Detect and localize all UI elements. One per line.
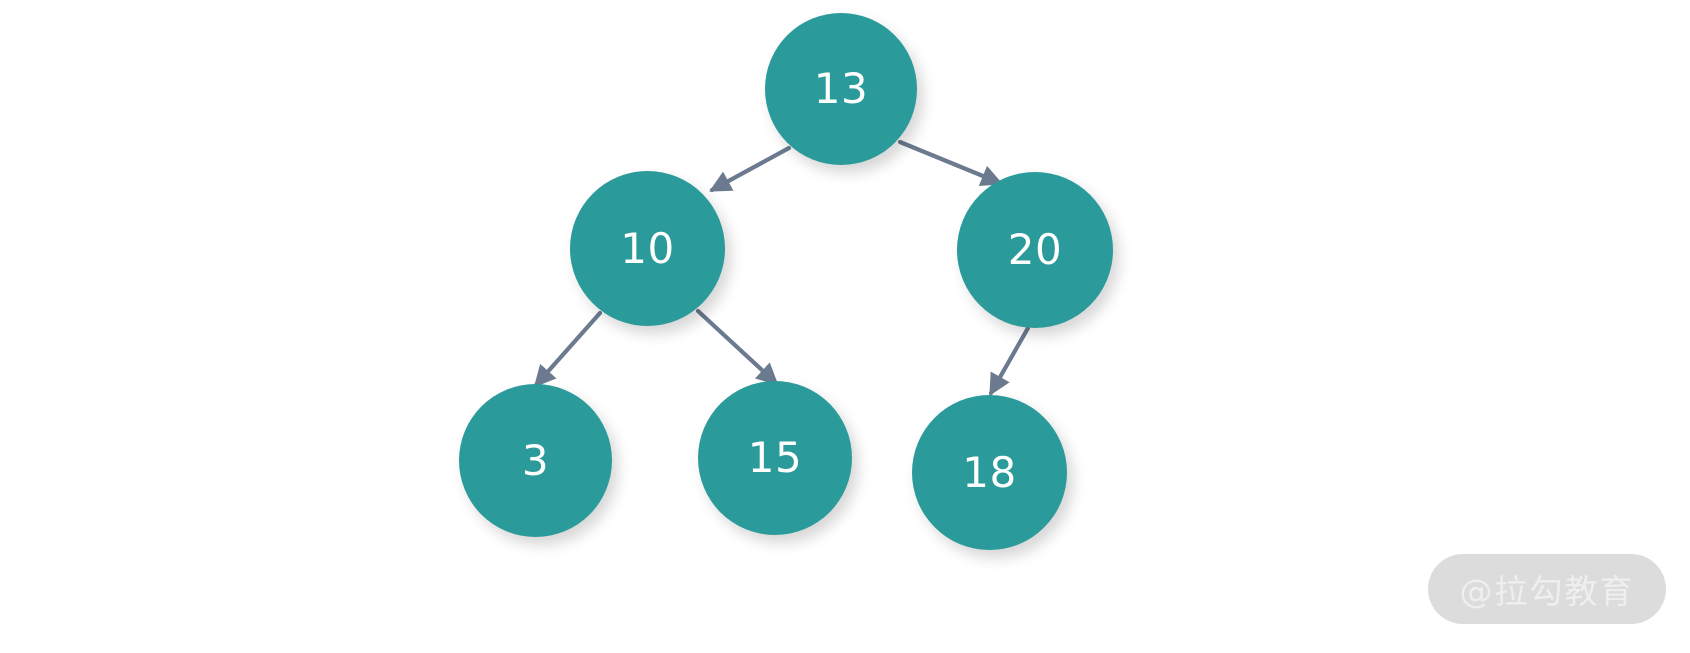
tree-node-3[interactable]: 3 <box>459 384 612 537</box>
edge-13-to-20 <box>897 139 1004 187</box>
tree-node-18[interactable]: 18 <box>912 395 1067 550</box>
tree-node-13[interactable]: 13 <box>765 13 917 165</box>
tree-node-15[interactable]: 15 <box>698 381 852 535</box>
watermark-badge: @拉勾教育 <box>1428 554 1666 624</box>
tree-node-20[interactable]: 20 <box>957 172 1113 328</box>
node-label-20: 20 <box>1007 225 1063 274</box>
tree-node-10[interactable]: 10 <box>570 171 725 326</box>
edge-13-to-10 <box>709 145 792 193</box>
watermark-text: @拉勾教育 <box>1459 572 1635 611</box>
node-label-3: 3 <box>521 435 550 485</box>
node-label-13: 13 <box>813 64 869 113</box>
node-label-10: 10 <box>620 223 675 273</box>
edge-10-to-15 <box>695 308 779 386</box>
edge-20-to-18 <box>988 325 1031 396</box>
edge-10-to-3 <box>533 310 603 388</box>
node-label-15: 15 <box>747 433 803 482</box>
node-label-18: 18 <box>962 447 1017 497</box>
